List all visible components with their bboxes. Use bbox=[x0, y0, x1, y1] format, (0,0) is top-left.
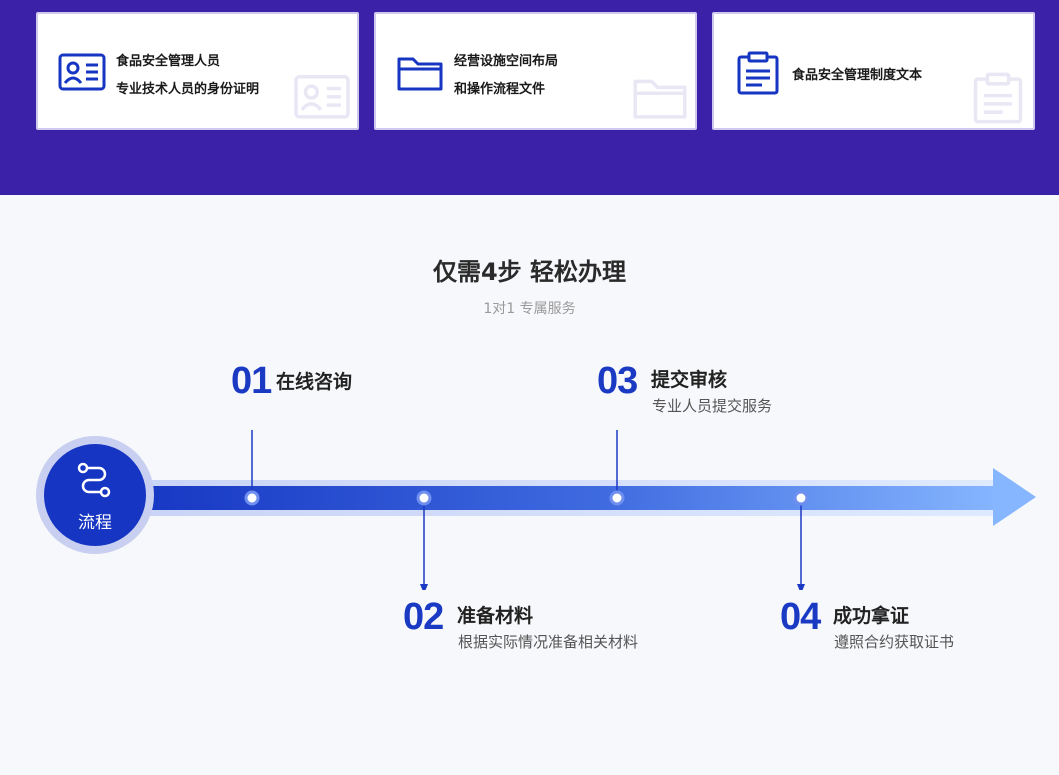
folder-watermark-icon bbox=[633, 79, 687, 119]
step-desc-03: 专业人员提交服务 bbox=[652, 397, 773, 415]
card-line1: 食品安全管理人员 bbox=[116, 54, 221, 69]
card-manager-id: 食品安全管理人员 专业技术人员的身份证明 bbox=[36, 12, 359, 130]
step-title-01: 在线咨询 bbox=[276, 371, 353, 393]
connector-04-arrowhead bbox=[797, 584, 805, 590]
step-title-03: 提交审核 bbox=[651, 369, 728, 391]
card-line2: 和操作流程文件 bbox=[454, 82, 546, 97]
step-dot-03 bbox=[609, 490, 625, 506]
step-number-04: 04 bbox=[780, 596, 821, 638]
step-number-03: 03 bbox=[597, 360, 638, 402]
step-title-02: 准备材料 bbox=[457, 605, 534, 627]
process-timeline bbox=[120, 430, 1036, 590]
folder-icon bbox=[397, 57, 443, 91]
route-icon bbox=[77, 462, 111, 498]
arrow-shaft bbox=[120, 486, 1000, 510]
card-line1: 食品安全管理制度文本 bbox=[792, 68, 923, 83]
clipboard-watermark-icon bbox=[973, 72, 1023, 124]
section-title: 仅需4步 轻松办理 bbox=[432, 258, 627, 286]
card-facility-layout: 经营设施空间布局 和操作流程文件 bbox=[374, 12, 697, 130]
step-number-01: 01 bbox=[231, 360, 272, 402]
id-card-watermark-icon bbox=[294, 74, 350, 119]
card-line2: 专业技术人员的身份证明 bbox=[116, 82, 260, 97]
step-number-02: 02 bbox=[403, 596, 444, 638]
id-card-icon bbox=[58, 53, 106, 91]
arrow-head bbox=[993, 468, 1036, 526]
step-dot-02 bbox=[416, 490, 432, 506]
card-line1: 经营设施空间布局 bbox=[454, 54, 559, 69]
card-management-rules: 食品安全管理制度文本 bbox=[712, 12, 1035, 130]
connector-02-arrowhead bbox=[420, 584, 428, 590]
step-desc-04: 遵照合约获取证书 bbox=[834, 633, 955, 651]
clipboard-icon bbox=[737, 51, 779, 95]
step-dot-04 bbox=[793, 490, 809, 506]
flow-label: 流程 bbox=[78, 513, 112, 533]
flow-badge bbox=[44, 444, 146, 546]
step-dot-01 bbox=[244, 490, 260, 506]
step-desc-02: 根据实际情况准备相关材料 bbox=[458, 633, 639, 651]
section-subtitle: 1对1 专属服务 bbox=[483, 301, 576, 317]
step-title-04: 成功拿证 bbox=[833, 605, 910, 627]
